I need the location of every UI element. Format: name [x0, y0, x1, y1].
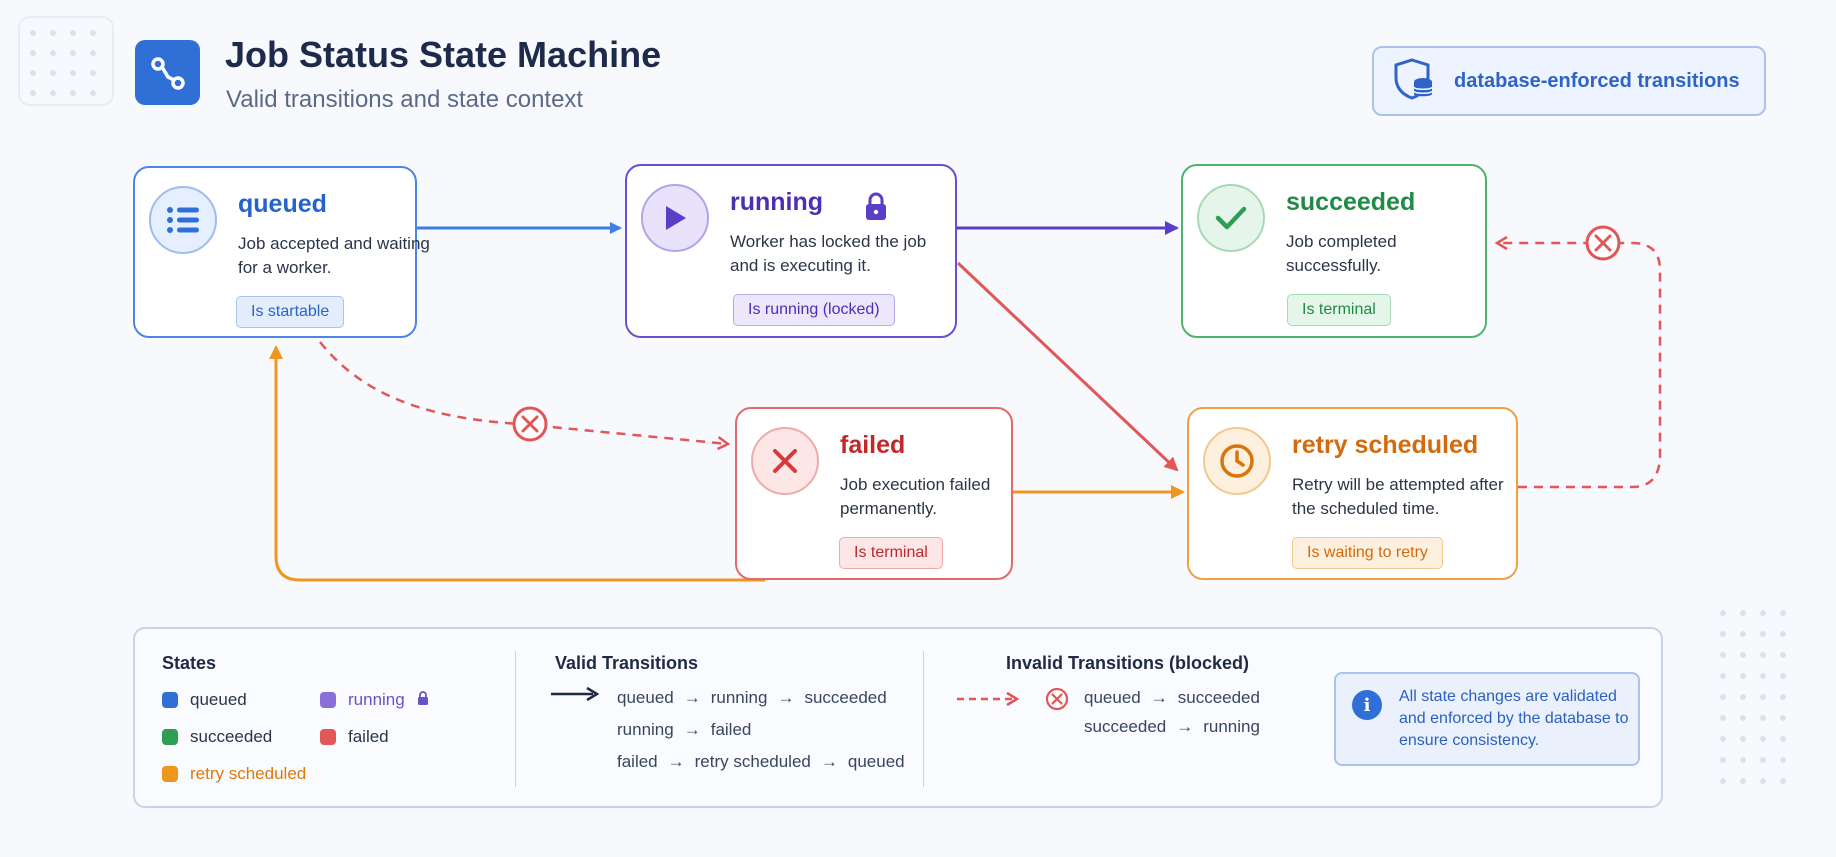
legend-item: running [320, 690, 429, 710]
legend-item: queued [162, 690, 247, 710]
valid-arrow-icon [551, 686, 600, 702]
transition-state: failed [617, 752, 658, 771]
state-tag: Is terminal [839, 537, 943, 569]
state-failed: failed Job execution failed permanently.… [735, 407, 1013, 580]
check-icon [1197, 184, 1265, 252]
state-tag: Is running (locked) [733, 294, 895, 326]
edge-retry-queued [269, 345, 765, 582]
legend-states-title: States [162, 653, 217, 673]
state-running: running Worker has locked the job and is… [625, 164, 957, 338]
edge-running-retry [956, 261, 1179, 472]
state-name: retry scheduled [1292, 431, 1479, 459]
legend-label: queued [190, 690, 247, 709]
legend-label: failed [348, 727, 389, 746]
legend-divider [923, 651, 924, 787]
transition-state: queued [617, 688, 674, 707]
state-name: succeeded [1286, 188, 1416, 216]
lock-icon [417, 690, 429, 710]
state-succeeded: succeeded Job completed successfully. Is… [1181, 164, 1487, 338]
state-description: Retry will be attempted after the schedu… [1292, 475, 1504, 518]
legend-swatch [162, 729, 178, 745]
arrow-glyph: → [1150, 688, 1168, 707]
transition-state: succeeded [1177, 688, 1260, 707]
lock-icon [864, 191, 888, 226]
valid-transition-row: running → failed [617, 720, 751, 740]
legend-label: succeeded [190, 727, 273, 746]
transition-state: running [617, 720, 674, 739]
legend-swatch [320, 729, 336, 745]
shield-database-icon [1392, 56, 1438, 107]
transition-state: running [1203, 717, 1260, 736]
arrow-glyph: → [667, 752, 685, 771]
legend-item: failed [320, 727, 389, 747]
edge-invalid-queued-failed [319, 341, 728, 444]
edge-invalid-retry-succeeded [1497, 243, 1662, 489]
state-description: Job accepted and waiting for a worker. [238, 234, 430, 277]
invalid-arrow-icon [957, 687, 1069, 711]
state-tag: Is terminal [1287, 294, 1391, 326]
info-box: i All state changes are validated and en… [1334, 672, 1640, 766]
arrow-glyph: → [820, 752, 838, 771]
info-text: All state changes are validated and enfo… [1399, 688, 1629, 749]
page-subtitle: Valid transitions and state context [226, 86, 584, 113]
transition-state: succeeded [804, 688, 887, 707]
transition-state: queued [847, 752, 905, 771]
clock-icon [1203, 427, 1271, 495]
legend-label: retry scheduled [190, 764, 307, 783]
legend-divider [515, 651, 516, 787]
valid-transition-row: failed → retry scheduled → queued [617, 752, 905, 772]
state-description: Job execution failed permanently. [840, 475, 991, 518]
transition-state: retry scheduled [694, 752, 811, 771]
workflow-icon [135, 40, 200, 105]
transition-state: queued [1084, 688, 1141, 707]
legend-label: running [348, 690, 405, 709]
legend-panel: States queued running succeeded failed r… [133, 627, 1663, 808]
arrow-glyph: → [1176, 717, 1194, 736]
blocked-x-icon [1585, 225, 1621, 261]
legend-valid-title: Valid Transitions [555, 653, 699, 673]
page-title: Job Status State Machine [225, 34, 662, 75]
invalid-transition-row: succeeded → running [1084, 717, 1260, 737]
state-tag: Is waiting to retry [1292, 537, 1443, 569]
legend-item: retry scheduled [162, 764, 306, 784]
transition-state: failed [710, 720, 752, 739]
transition-state: succeeded [1084, 717, 1167, 736]
state-retry-scheduled: retry scheduled Retry will be attempted … [1187, 407, 1518, 580]
badge-label: database-enforced transitions [1454, 69, 1740, 92]
info-icon: i [1352, 690, 1382, 720]
arrow-glyph: → [683, 688, 701, 707]
play-icon [641, 184, 709, 252]
legend-swatch [162, 692, 178, 708]
state-description: Worker has locked the job and is executi… [730, 232, 927, 275]
transition-state: running [710, 688, 768, 707]
arrow-glyph: → [777, 688, 795, 707]
state-queued: queued Job accepted and waiting for a wo… [133, 166, 430, 338]
state-description: Job completed successfully. [1286, 232, 1397, 275]
database-enforced-badge: database-enforced transitions [1372, 46, 1766, 116]
blocked-x-icon [512, 406, 548, 442]
legend-invalid-title: Invalid Transitions (blocked) [1006, 653, 1250, 673]
x-icon [751, 427, 819, 495]
invalid-transition-row: queued → succeeded [1084, 688, 1260, 708]
list-icon [149, 186, 217, 254]
legend-swatch [162, 766, 178, 782]
state-name: queued [238, 190, 327, 218]
legend-swatch [320, 692, 336, 708]
decorative-frame [18, 16, 114, 106]
valid-transition-row: queued → running → succeeded [617, 688, 887, 708]
state-tag: Is startable [236, 296, 345, 328]
arrow-glyph: → [683, 720, 701, 739]
legend-item: succeeded [162, 727, 272, 747]
state-name: running [730, 188, 824, 216]
state-name: failed [840, 431, 906, 459]
